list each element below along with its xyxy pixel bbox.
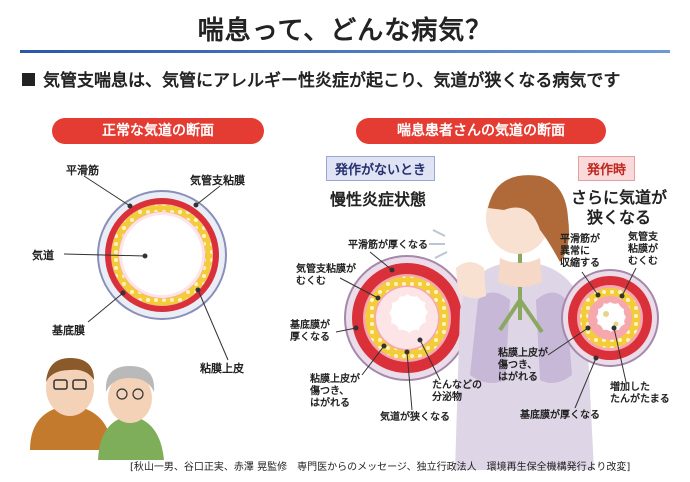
title-underline (20, 50, 670, 53)
lead-text: 気管支喘息は、気管にアレルギー性炎症が起こり、気道が狭くなる病気です (22, 66, 620, 91)
chronic-airway-diagram (344, 255, 470, 381)
attack-airway-diagram (561, 269, 659, 367)
label-mucosa-swell: 気管支粘膜がむくむ (296, 264, 356, 287)
label-airway-narrow: 気道が狭くなる (380, 412, 450, 423)
label-muscle-thick: 平滑筋が厚くなる (348, 240, 428, 251)
normal-airway-diagram (97, 190, 227, 320)
label-airway: 気道 (32, 249, 54, 262)
elderly-couple-illustration (30, 358, 164, 460)
normal-heading: 正常な気道の断面 (52, 118, 264, 144)
source-footer: [秋山一男、谷口正実、赤澤 晃監修 専門医からのメッセージ、独立行政法人 環境再… (130, 462, 631, 473)
chronic-state-text: 慢性炎症状態 (330, 190, 427, 209)
label-bronchial-mucosa: 気管支粘膜 (190, 174, 245, 187)
tag-no-attack: 発作がないとき (326, 156, 436, 181)
label-attack-basement: 基底膜が厚くなる (520, 410, 600, 421)
label-basement-membrane: 基底膜 (52, 324, 85, 337)
patient-illustration (429, 175, 594, 470)
label-epithelium: 粘膜上皮 (200, 362, 244, 375)
label-attack-sputum: 増加したたんがたまる (610, 382, 670, 405)
tag-attack: 発作時 (578, 156, 636, 181)
patient-heading: 喘息患者さんの気道の断面 (356, 118, 606, 144)
label-attack-mucosa: 気管支粘膜がむくむ (628, 232, 658, 267)
attack-state-text: さらに気道が狭くなる (570, 188, 667, 227)
label-smooth-muscle: 平滑筋 (66, 164, 99, 177)
label-muscle-contract: 平滑筋が異常に収縮する (560, 234, 600, 269)
page-title: 喘息って、どんな病気？ (197, 16, 493, 46)
label-secretions: たんなどの分泌物 (432, 380, 482, 403)
lead-sentence: 気管支喘息は、気管にアレルギー性炎症が起こり、気道が狭くなる病気です (43, 71, 621, 91)
label-basement-thick: 基底膜が厚くなる (290, 320, 330, 343)
label-attack-epithelium: 粘膜上皮が傷つき、はがれる (498, 348, 548, 383)
label-epithelium-damage: 粘膜上皮が傷つき、はがれる (310, 374, 360, 409)
bullet-square-icon (22, 72, 35, 86)
